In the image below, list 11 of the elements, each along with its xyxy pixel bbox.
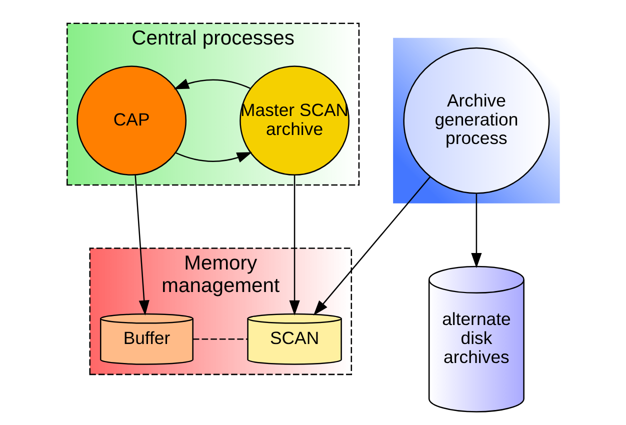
cluster <box>392 38 560 204</box>
node-circle: Archive generation process <box>402 47 550 194</box>
node-circle: CAP <box>76 66 186 176</box>
node-circle: Master SCAN archive <box>239 66 349 176</box>
arrow <box>174 152 252 162</box>
connector <box>192 338 248 340</box>
arrow <box>134 175 149 316</box>
arrow <box>173 78 250 90</box>
arrow <box>312 176 430 316</box>
arrow <box>470 194 482 268</box>
arrow <box>288 175 300 316</box>
